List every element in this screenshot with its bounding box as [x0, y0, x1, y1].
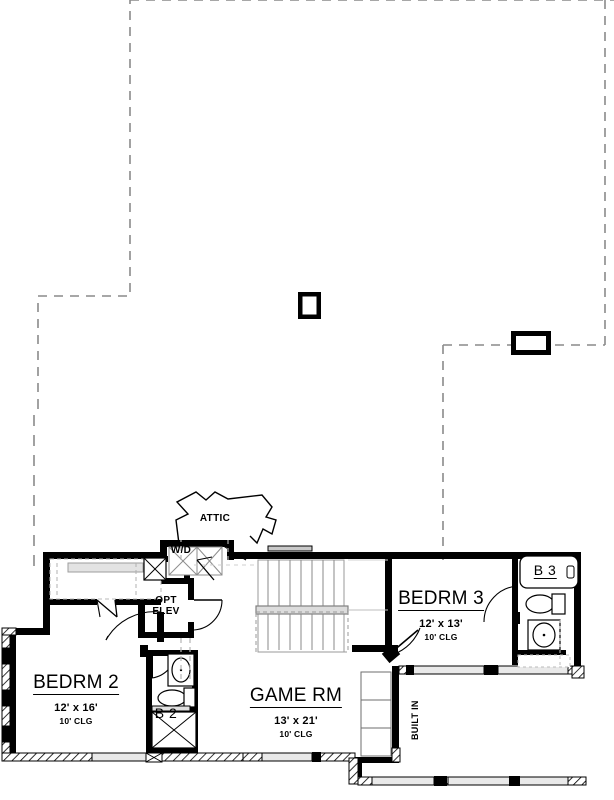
roof-vent-small — [298, 292, 321, 319]
b3-linen-closet — [517, 620, 571, 668]
room-label-gamerm: GAME RM — [249, 685, 343, 708]
closet-bedrm2 — [49, 558, 162, 600]
bathtub-b3 — [519, 555, 579, 589]
opt-elev-label-line2: ELEV — [152, 606, 180, 617]
room-dimensions-bedrm3: 12' x 13' — [419, 618, 463, 630]
shower-b2 — [145, 705, 197, 763]
washer-dryer-label: W/D — [170, 545, 192, 556]
built-in-shelving — [360, 671, 392, 757]
sink-b3 — [518, 619, 566, 655]
room-ceiling-gamerm: 10' CLG — [279, 729, 313, 739]
toilet-b3 — [525, 593, 566, 615]
opt-elev-label-line1: OPT — [155, 595, 177, 606]
window-mullions — [149, 665, 520, 786]
room-ceiling-bedrm2: 10' CLG — [59, 716, 93, 726]
built-in-label: BUILT IN — [410, 700, 420, 740]
washer-dryer-unit — [168, 546, 223, 576]
elevator-shaft-dashed — [180, 540, 191, 680]
linen-closet-x — [143, 557, 167, 581]
room-label-bedrm2: BEDRM 2 — [33, 672, 119, 695]
roofline-dashed-outline — [33, 0, 614, 570]
attic-boundary — [175, 491, 277, 545]
staircase — [255, 545, 388, 653]
roof-vent-wide — [511, 331, 551, 355]
interior-reference-lines — [194, 540, 258, 566]
room-dimensions-gamerm: 13' x 21' — [274, 715, 318, 727]
room-ceiling-bedrm3: 10' CLG — [424, 632, 458, 642]
room-dimensions-bedrm2: 12' x 16' — [54, 702, 98, 714]
windows — [1, 647, 569, 786]
door-jambs — [157, 612, 520, 664]
bath-label-b2: B 2 — [154, 705, 178, 721]
room-label-bedrm3: BEDRM 3 — [398, 588, 484, 611]
bath-label-b3: B 3 — [533, 562, 557, 579]
attic-label: ATTIC — [199, 513, 231, 524]
